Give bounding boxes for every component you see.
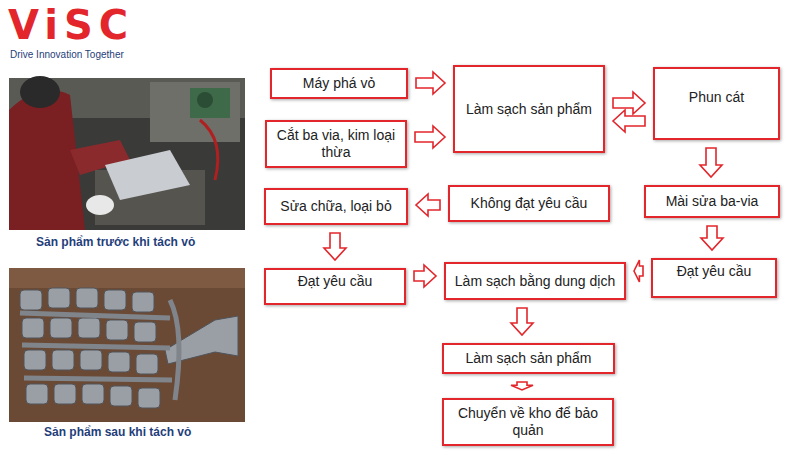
logo-tagline: Drive Innovation Together: [10, 49, 124, 60]
process-box: Cắt ba via, kim loại thừa: [265, 120, 407, 168]
process-box: Phun cát: [653, 67, 780, 140]
box-text: Làm sạch sản phẩm: [466, 101, 592, 118]
block-arrow: [700, 148, 722, 177]
decision-box: Đạt yêu cầu: [651, 258, 777, 298]
block-arrow: [511, 382, 533, 390]
block-arrow: [416, 194, 440, 216]
box-text: Chuyển về kho để bảo quản: [450, 405, 606, 439]
box-text: Làm sạch sản phẩm: [465, 350, 591, 367]
box-text: Đạt yêu cầu: [677, 263, 752, 280]
box-text: Máy phá vỏ: [303, 75, 375, 92]
block-arrow: [511, 308, 533, 335]
photo-before: [9, 76, 245, 230]
process-box: Làm sạch sản phẩm: [453, 65, 605, 153]
process-box: Chuyển về kho để bảo quản: [442, 398, 614, 446]
block-arrow: [416, 72, 445, 94]
photo-caption: Sản phẩm trước khi tách vỏ: [36, 235, 195, 249]
box-text: Mài sửa ba-via: [666, 193, 759, 210]
block-arrow: [414, 265, 436, 287]
process-box: Sửa chữa, loại bỏ: [264, 188, 408, 225]
block-arrow: [415, 126, 445, 148]
decision-box: Không đạt yêu cầu: [448, 185, 610, 222]
block-arrow: [701, 226, 723, 250]
process-box: Mài sửa ba-via: [644, 185, 780, 218]
box-text: Đạt yêu cầu: [298, 273, 373, 290]
process-box: Làm sạch bằng dung dịch: [444, 262, 626, 300]
box-text: Làm sạch bằng dung dịch: [455, 273, 615, 290]
logo-text: ViSC: [8, 2, 134, 48]
box-text: Sửa chữa, loại bỏ: [280, 198, 391, 215]
block-arrow: [613, 110, 645, 132]
box-text: Cắt ba via, kim loại thừa: [273, 127, 399, 161]
process-box: Làm sạch sản phẩm: [442, 343, 615, 374]
photo-after: [9, 268, 245, 422]
decision-box: Đạt yêu cầu: [264, 268, 406, 305]
process-box: Máy phá vỏ: [270, 68, 408, 99]
block-arrow: [634, 260, 643, 282]
photo-caption: Sản phẩm sau khi tách vỏ: [44, 425, 191, 439]
box-text: Phun cát: [689, 89, 744, 106]
block-arrow: [324, 233, 346, 260]
block-arrow: [613, 92, 645, 114]
box-text: Không đạt yêu cầu: [471, 195, 588, 212]
